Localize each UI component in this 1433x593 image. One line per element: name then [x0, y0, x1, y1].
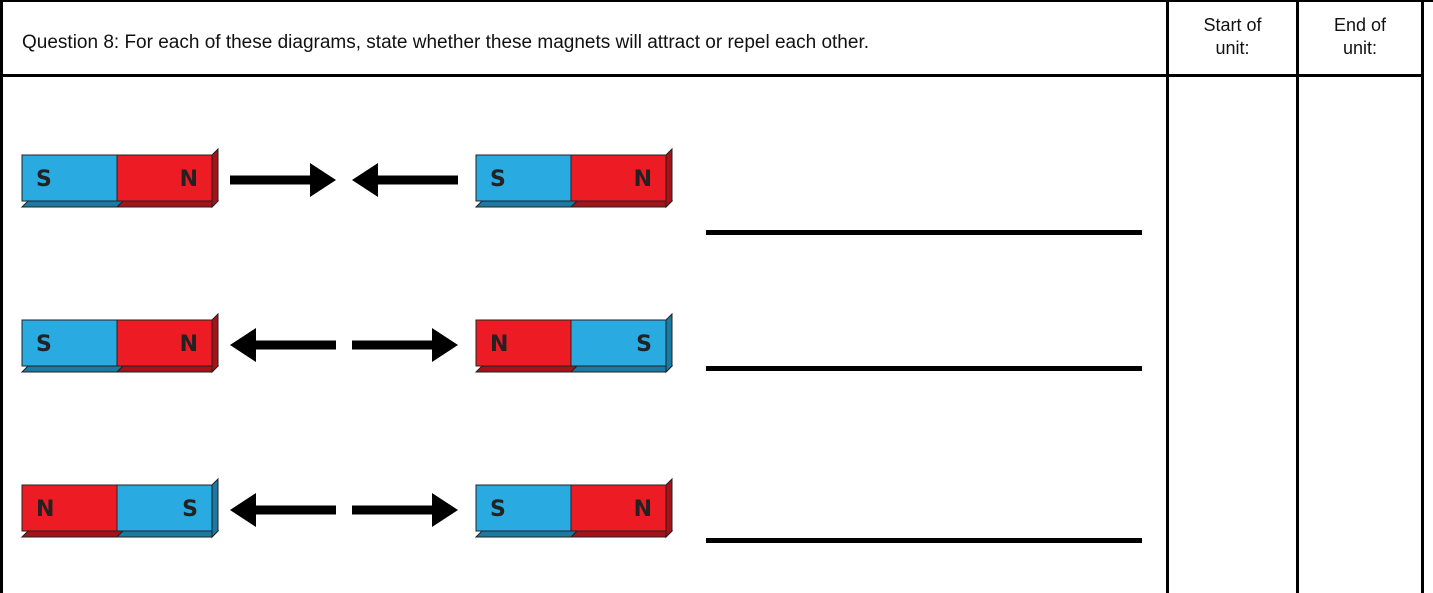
pole-label: N	[634, 497, 652, 522]
start-of-unit-line-1: Start of	[1203, 15, 1262, 35]
start-of-unit-cell[interactable]	[1169, 77, 1296, 593]
column-divider-start	[1166, 0, 1169, 593]
right-arrow-icon	[352, 328, 458, 362]
south-pole	[570, 319, 667, 367]
column-divider-end	[1296, 0, 1299, 593]
pole-label: S	[490, 167, 506, 192]
south-pole	[21, 319, 118, 367]
south-pole	[116, 484, 213, 532]
left-arrow-icon	[230, 493, 336, 527]
right-arrow-icon	[352, 493, 458, 527]
pole-label: S	[490, 497, 506, 522]
end-of-unit-cell[interactable]	[1299, 77, 1421, 593]
right-arrow-icon	[230, 163, 336, 197]
table-left-border	[0, 0, 3, 593]
left-arrow-icon	[352, 163, 458, 197]
pole-label: S	[636, 332, 652, 357]
end-of-unit-line-2: unit:	[1342, 38, 1378, 58]
end-of-unit-line-1: End of	[1333, 15, 1387, 35]
pole-label: N	[490, 332, 508, 357]
north-pole	[570, 154, 667, 202]
answer-line-1[interactable]	[706, 230, 1142, 235]
header-row-divider	[0, 74, 1424, 77]
answer-line-2[interactable]	[706, 366, 1142, 371]
south-pole	[475, 154, 572, 202]
pole-label: S	[36, 332, 52, 357]
north-pole	[21, 484, 118, 532]
table-right-border	[1421, 0, 1424, 593]
north-pole	[116, 154, 213, 202]
left-arrow-icon	[230, 328, 336, 362]
table-top-border	[0, 0, 1433, 2]
answer-line-3[interactable]	[706, 538, 1142, 543]
question-text: Question 8: For each of these diagrams, …	[22, 32, 870, 53]
pole-label: N	[180, 332, 198, 357]
north-pole	[475, 319, 572, 367]
pole-label: N	[36, 497, 54, 522]
pole-label: S	[36, 167, 52, 192]
pole-label: S	[182, 497, 198, 522]
start-of-unit-header: Start of unit:	[1169, 14, 1296, 60]
start-of-unit-line-2: unit:	[1215, 38, 1250, 58]
north-pole	[570, 484, 667, 532]
pole-label: N	[180, 167, 198, 192]
south-pole	[475, 484, 572, 532]
north-pole	[116, 319, 213, 367]
end-of-unit-header: End of unit:	[1299, 14, 1421, 60]
pole-label: N	[634, 167, 652, 192]
